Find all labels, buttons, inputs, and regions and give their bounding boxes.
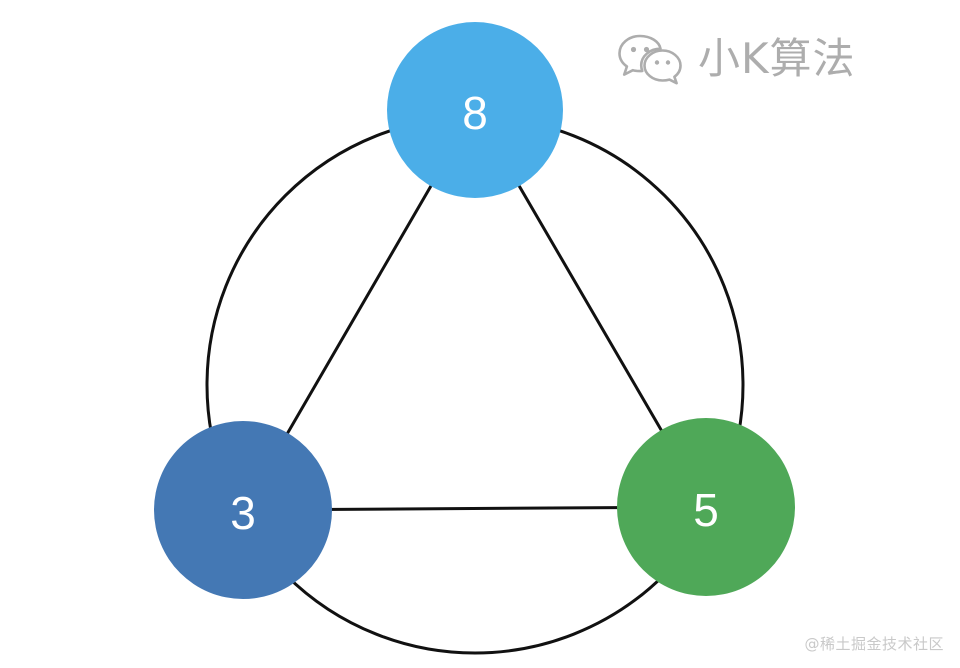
- graph-node-3[interactable]: 3: [154, 421, 332, 599]
- node-3-label: 3: [230, 487, 256, 539]
- node-8-circle[interactable]: [387, 22, 563, 198]
- node-8-label: 8: [462, 87, 488, 139]
- wechat-watermark: 小K算法: [618, 33, 856, 85]
- node-5-label: 5: [693, 484, 719, 536]
- node-3-circle[interactable]: [154, 421, 332, 599]
- node-5-circle[interactable]: [617, 418, 795, 596]
- site-watermark-text: @稀土掘金技术社区: [804, 635, 944, 653]
- wechat-watermark-text: 小K算法: [698, 34, 856, 83]
- graph-node-5[interactable]: 5: [617, 418, 795, 596]
- graph-node-8[interactable]: 8: [387, 22, 563, 198]
- wechat-bubbles-icon: [618, 34, 682, 85]
